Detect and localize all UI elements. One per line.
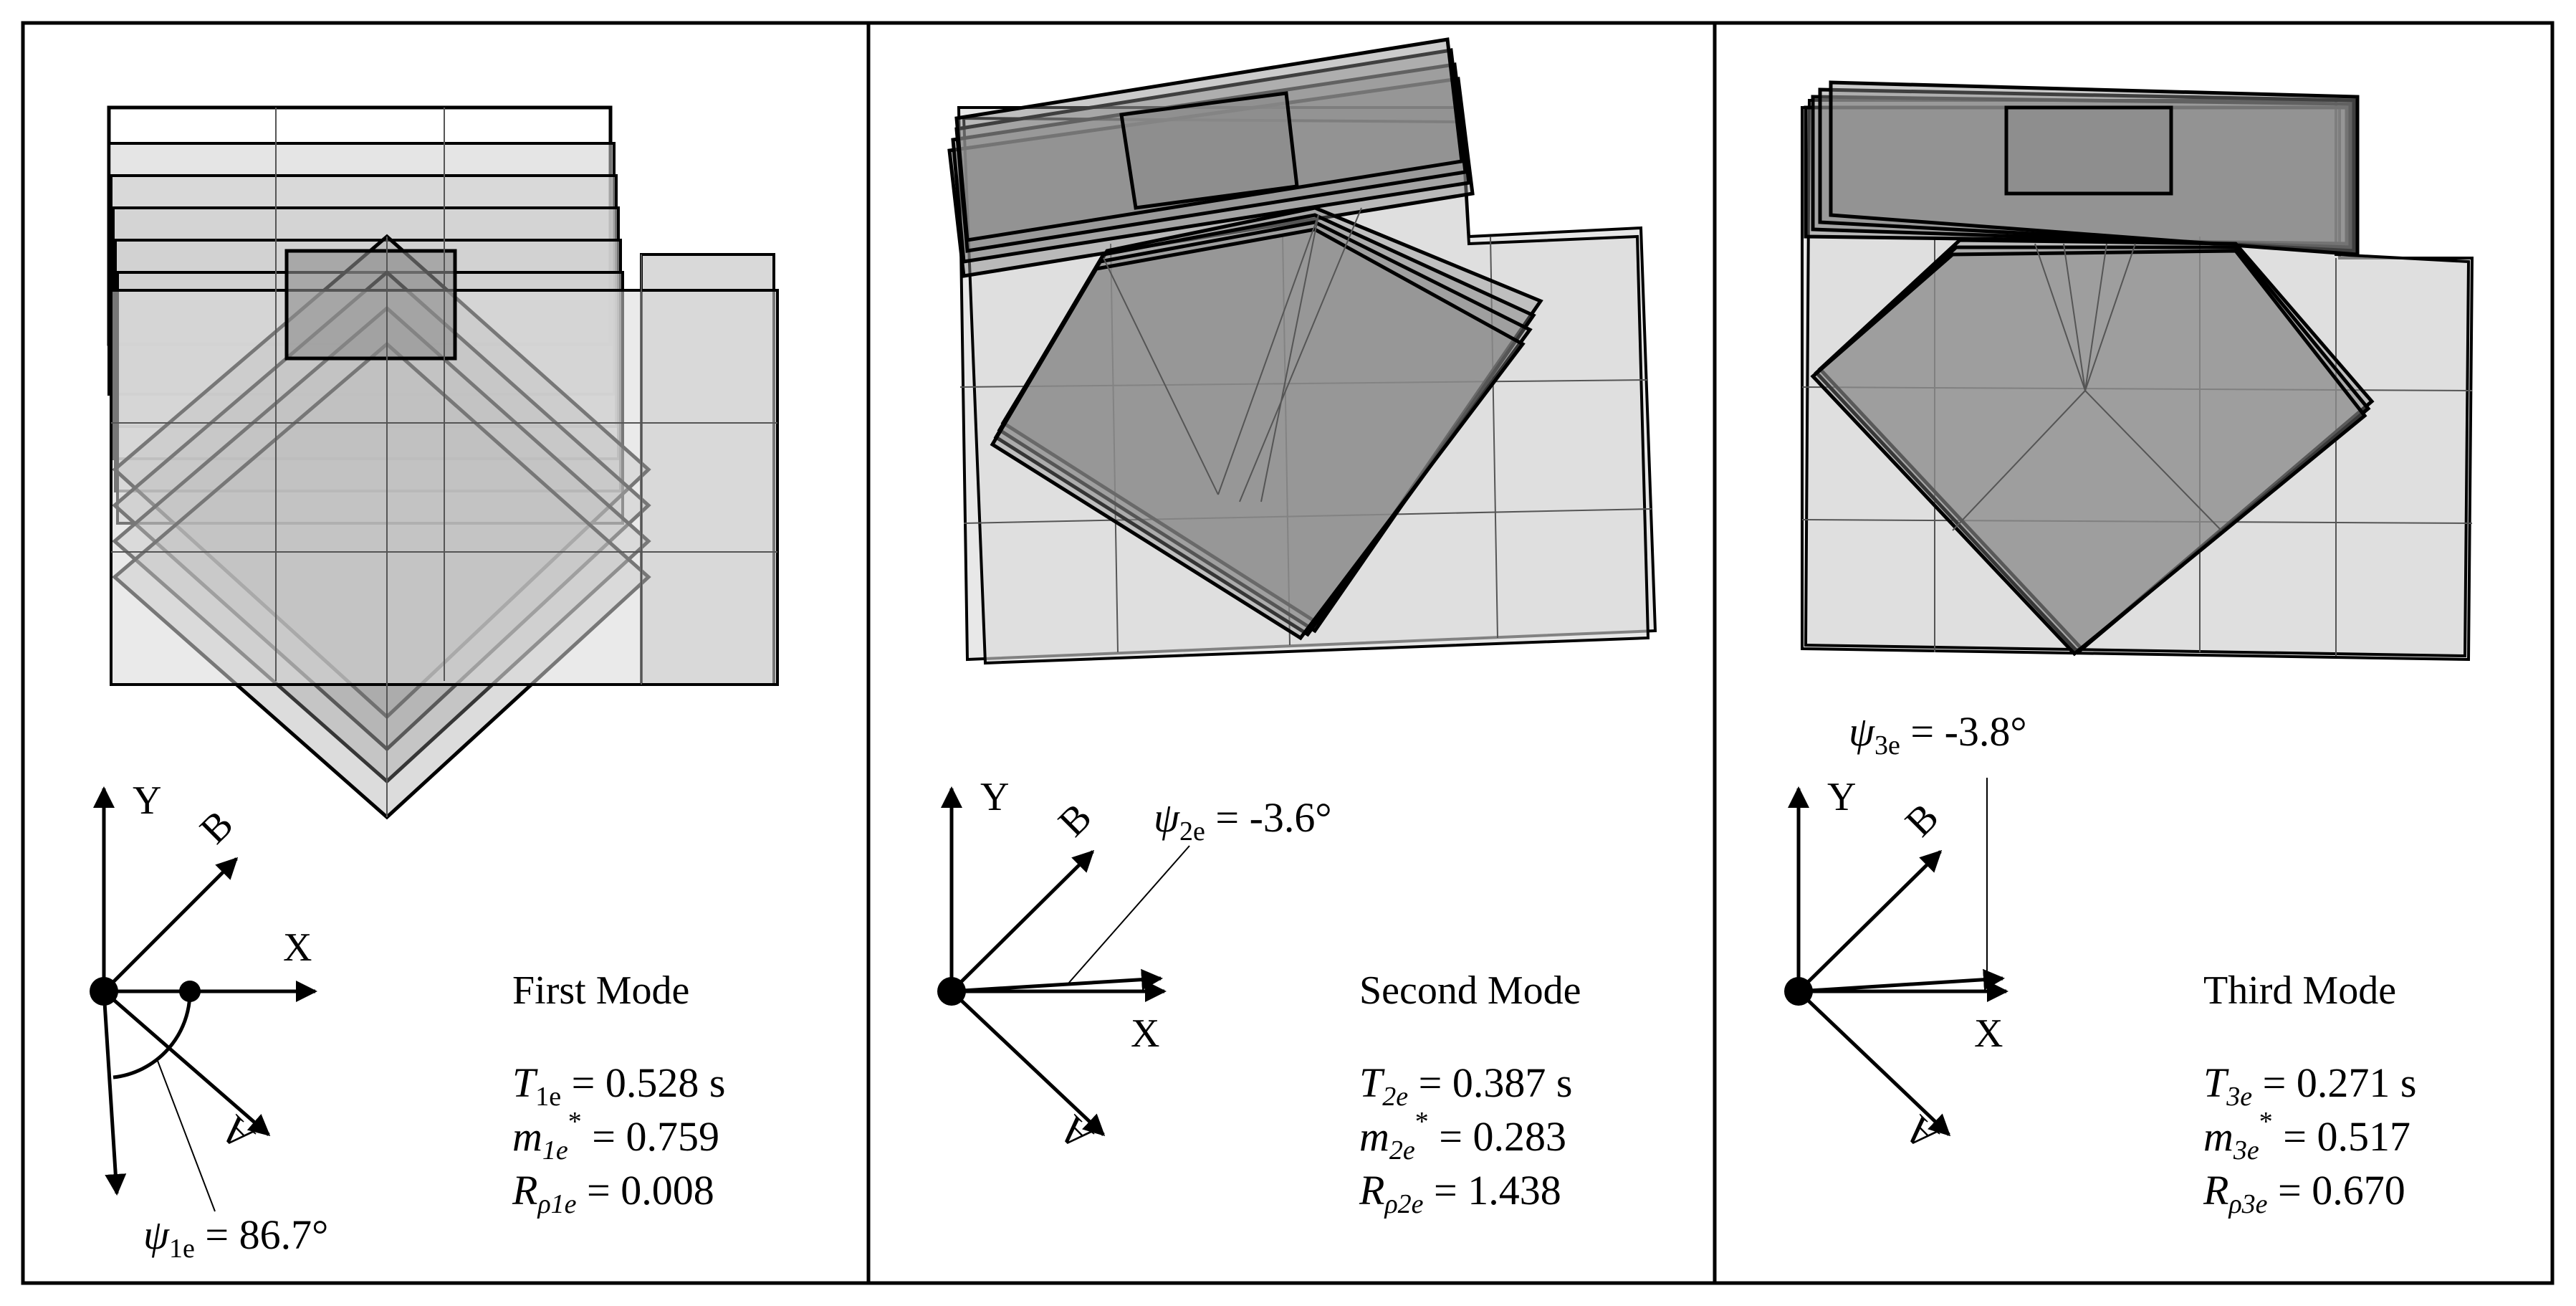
y-axis-label: Y bbox=[1827, 775, 1856, 819]
period-third-mode: T3e = 0.271 s bbox=[2203, 1059, 2416, 1112]
panel-third-mode: Y X B A ψ3e = -3.8° Third Mode T3e = 0.2… bbox=[1784, 80, 2474, 1219]
rho-first-mode: Rρ1e = 0.008 bbox=[512, 1167, 714, 1219]
x-axis-label: X bbox=[283, 925, 312, 970]
a-axis-label: A bbox=[211, 1107, 263, 1159]
period-second-mode: T2e = 0.387 s bbox=[1359, 1059, 1572, 1112]
mode-title-second: Second Mode bbox=[1359, 968, 1581, 1013]
psi-label-first-mode: ψ1e = 86.7° bbox=[143, 1211, 328, 1264]
psi-label-second-mode: ψ2e = -3.6° bbox=[1154, 794, 1332, 847]
x-axis-label: X bbox=[1974, 1011, 2003, 1056]
rho-second-mode: Rρ2e = 1.438 bbox=[1359, 1167, 1561, 1219]
axes-first-mode bbox=[93, 786, 317, 1212]
y-axis-label: Y bbox=[133, 778, 161, 823]
panel-first-mode: Y X B A ψ1e = 86.7° First Mode T1e = 0.5… bbox=[90, 105, 779, 1264]
origin-dot-first-mode bbox=[90, 977, 118, 1006]
mass-first-mode: m1e* = 0.759 bbox=[512, 1107, 719, 1166]
a-axis-label: A bbox=[1895, 1107, 1947, 1159]
axes-second-mode bbox=[941, 786, 1190, 1137]
mode-title-third: Third Mode bbox=[2203, 968, 2396, 1013]
plan-drawing-first-mode bbox=[107, 105, 779, 820]
b-axis-label: B bbox=[191, 802, 241, 852]
rho-third-mode: Rρ3e = 0.670 bbox=[2203, 1167, 2405, 1219]
mass-third-mode: m3e* = 0.517 bbox=[2203, 1107, 2410, 1166]
plan-drawing-third-mode bbox=[1801, 80, 2474, 662]
x-axis-label: X bbox=[1131, 1011, 1159, 1056]
psi-label-third-mode: ψ3e = -3.8° bbox=[1849, 708, 2027, 761]
b-axis-label: B bbox=[1050, 795, 1100, 845]
axes-third-mode bbox=[1788, 778, 2008, 1137]
a-axis-label: A bbox=[1049, 1107, 1101, 1159]
angle-dot-first-mode bbox=[179, 981, 201, 1002]
origin-dot-third-mode bbox=[1784, 977, 1813, 1006]
b-axis-label: B bbox=[1897, 795, 1947, 845]
plan-drawing-second-mode bbox=[947, 37, 1657, 665]
y-axis-label: Y bbox=[980, 775, 1009, 819]
mass-second-mode: m2e* = 0.283 bbox=[1359, 1107, 1566, 1166]
mode-title-first: First Mode bbox=[512, 968, 689, 1013]
origin-dot-second-mode bbox=[937, 977, 966, 1006]
figure-frame bbox=[21, 21, 2555, 1285]
period-first-mode: T1e = 0.528 s bbox=[512, 1059, 725, 1112]
panel-second-mode: Y X B A ψ2e = -3.6° Second Mode T2e = 0.… bbox=[937, 37, 1657, 1219]
